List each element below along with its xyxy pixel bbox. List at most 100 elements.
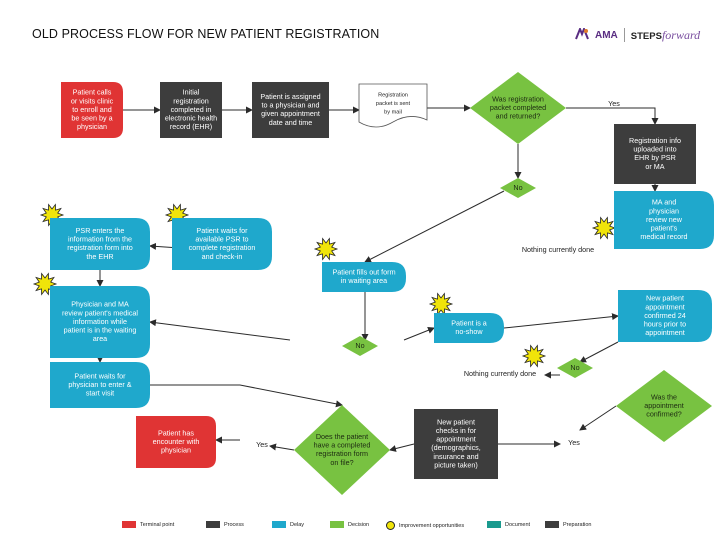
flow-node-text: in waiting area <box>341 276 387 285</box>
flow-node-text: Patient waits for <box>74 371 126 380</box>
flow-node-text: review new <box>646 215 683 224</box>
flow-node-text: by mail <box>384 109 402 115</box>
ama-logo-text: AMA <box>595 29 618 41</box>
flow-node-text: New patient <box>646 294 684 303</box>
flow-arrow-10 <box>403 326 435 341</box>
flow-arrow-21 <box>389 443 415 452</box>
legend-item: Document <box>487 521 530 528</box>
improvement-burst-icon <box>591 216 617 240</box>
flow-node-text: (demographics, <box>431 443 481 452</box>
flow-node-text: picture taken) <box>434 460 478 469</box>
page-title: OLD PROCESS FLOW FOR NEW PATIENT REGISTR… <box>32 27 380 41</box>
logo: AMA STEPSforward <box>575 25 701 44</box>
flow-node-text: the EHR <box>86 252 113 261</box>
flow-node-text: insurance and <box>433 452 478 461</box>
flow-node-text: packet completed <box>490 103 546 112</box>
legend-item: Preparation <box>545 521 591 528</box>
flow-arrow-12 <box>579 341 619 363</box>
flow-node-text: Was registration <box>492 94 544 103</box>
svg-text:Nothing currently done: Nothing currently done <box>464 369 536 378</box>
flow-arrow-5 <box>566 107 659 125</box>
flow-node-text: completed in <box>171 105 212 114</box>
flow-node-text: PSR enters the <box>76 226 125 235</box>
flow-node-delay: Patient is ano-show <box>434 313 504 343</box>
flow-node-text: have a completed <box>314 441 371 450</box>
improvement-burst-icon <box>428 292 454 316</box>
legend-swatch-icon <box>272 521 286 528</box>
flow-node-text: Registration <box>378 92 408 98</box>
flow-arrow-14 <box>149 319 291 341</box>
legend-swatch-icon <box>206 521 220 528</box>
legend-item: Improvement opportunities <box>386 521 464 530</box>
flow-node-text: patient is in the waiting <box>64 325 137 334</box>
flow-node-text: be seen by a <box>71 113 112 122</box>
logo-divider <box>623 28 625 42</box>
edge-label-yes1: Yes <box>608 99 620 108</box>
flow-node-text: start visit <box>86 388 114 397</box>
flow-node-text: Patient fills out form <box>332 268 395 277</box>
legend-label: Terminal point <box>140 521 175 528</box>
legend-label: Decision <box>348 521 370 528</box>
edge-label-no2: No <box>342 336 378 356</box>
flow-node-text: complete registration <box>189 243 256 252</box>
flow-node-text: to enroll and <box>72 105 112 114</box>
svg-text:No: No <box>570 363 579 372</box>
flow-node-text: registration <box>173 96 209 105</box>
flow-node-text: hours prior to <box>644 319 686 328</box>
flow-node-text: EHR by PSR <box>634 153 676 162</box>
edge-label-yes2: Yes <box>256 440 268 449</box>
edge-label-no3: No <box>557 358 593 378</box>
svg-text:No: No <box>355 341 364 350</box>
flow-node-text: or visits clinic <box>71 96 114 105</box>
legend-label: Delay <box>290 521 305 528</box>
flow-node-text: confirmed 24 <box>644 311 686 320</box>
flow-node-text: or MA <box>645 162 664 171</box>
legend-label: Document <box>505 521 531 528</box>
ama-logo-mark-icon <box>575 25 589 43</box>
improvement-burst-icon <box>313 237 339 261</box>
flow-node-text: physician <box>649 206 679 215</box>
flow-node-text: physician to enter & <box>68 380 131 389</box>
flow-node-text: Patient is a <box>451 319 487 328</box>
flow-node-text: medical record <box>640 232 687 241</box>
flow-node-text: area <box>93 334 107 343</box>
flow-node-text: date and time <box>269 118 313 127</box>
flow-node-text: on file? <box>330 458 353 467</box>
flow-node-text: available PSR to <box>195 235 248 244</box>
legend-label: Process <box>224 521 244 528</box>
legend-item: Delay <box>272 521 304 528</box>
legend-item: Process <box>206 521 244 528</box>
legend-item: Decision <box>330 521 369 528</box>
flow-node-text: Initial <box>183 88 200 97</box>
flow-node-text: and check-in <box>202 252 243 261</box>
improvement-burst-icon <box>521 344 547 368</box>
stepsforward-logo: STEPSforward <box>630 27 701 42</box>
flow-node-text: appointment <box>645 302 685 311</box>
flow-node-text: Patient is assigned <box>260 92 320 101</box>
flow-arrow-23 <box>579 405 617 431</box>
flow-node-text: appointment <box>645 328 685 337</box>
flow-node-text: appointment <box>436 435 476 444</box>
flow-node-document: Registration packet is sent by mail <box>358 83 428 128</box>
flow-node-text: appointment <box>644 401 684 410</box>
flow-node-text: packet is sent <box>376 101 411 107</box>
flow-node-text: confirmed? <box>646 409 682 418</box>
flow-node-text: no-show <box>455 327 483 336</box>
flow-node-text: New patient <box>437 417 475 426</box>
flow-node-text: to a physician and <box>262 101 320 110</box>
flow-node-text: physician <box>161 445 191 454</box>
flow-node-text: Registration info <box>629 136 681 145</box>
flow-node-text: Patient calls <box>73 88 112 97</box>
flow-node-text: electronic health <box>165 113 217 122</box>
